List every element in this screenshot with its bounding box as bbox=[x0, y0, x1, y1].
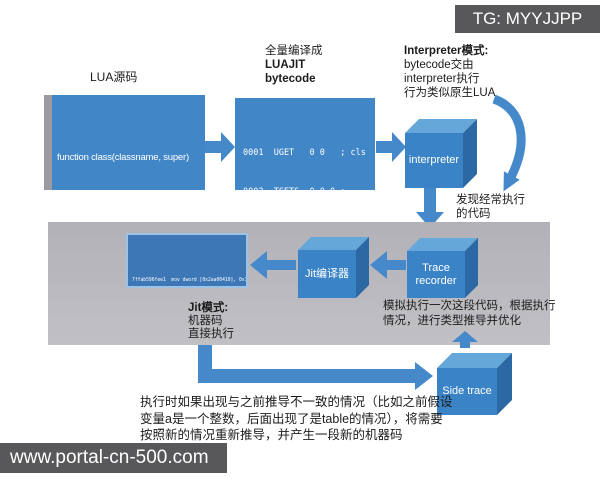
retrace-note-line: 变量a是一个整数，后面出现了是table的情况），将需要 bbox=[140, 411, 443, 426]
machine-code-line: 7ffab596fee1 mov dword [0x2aa00410], 0x1 bbox=[132, 277, 248, 283]
arrow-jit-to-machinecode-icon bbox=[250, 251, 296, 279]
interpreter-note-line: interpreter执行 bbox=[404, 73, 480, 85]
arrow-interpreter-loop-icon bbox=[492, 94, 526, 192]
watermark-badge: www.portal-cn-500.com bbox=[0, 443, 227, 473]
trace-recorder-box: Trace recorder bbox=[407, 238, 478, 298]
trace-recorder-box-label: Trace bbox=[422, 261, 450, 274]
interpreter-box-front: interpreter bbox=[405, 133, 463, 188]
hot-code-note-line: 的代码 bbox=[456, 208, 491, 220]
jit-mode-note-line: 直接执行 bbox=[188, 328, 234, 340]
hot-code-note-line: 发现经常执行 bbox=[456, 194, 525, 206]
slide-edge-strip bbox=[44, 95, 52, 190]
bytecode-line: 0001 UGET 0 0 ; cls bbox=[243, 148, 366, 158]
tg-watermark-badge: TG: MYYJJPP bbox=[455, 5, 600, 33]
arrow-interpreter-to-trace-icon bbox=[416, 188, 444, 228]
simulate-note: 模拟执行一次这段代码，根据执行 情况，进行类型推导并优化 bbox=[383, 299, 556, 329]
interpreter-box: interpreter bbox=[405, 119, 477, 188]
side-trace-box-front: Side trace bbox=[437, 368, 497, 415]
jit-mode-note: Jit模式: 机器码 直接执行 bbox=[188, 302, 234, 341]
bytecode-listing-box: 0001 UGET 0 0 ; cls 0002 TGETS 0 0 0 ; "… bbox=[235, 98, 375, 190]
bytecode-label-line: LUAJIT bbox=[265, 59, 306, 71]
tg-watermark-text: TG: MYYJJPP bbox=[472, 9, 583, 28]
trace-recorder-box-label: recorder bbox=[415, 274, 457, 287]
jit-mode-note-line: 机器码 bbox=[188, 315, 223, 327]
bytecode-label-line: 全量编译成 bbox=[265, 45, 323, 57]
retrace-note: 执行时如果出现与之前推导不一致的情况（比如之前假设 变量a是一个整数，后面出现了… bbox=[140, 394, 453, 444]
hot-code-note: 发现经常执行 的代码 bbox=[456, 193, 525, 221]
machine-code-box: 7ffab596fee1 mov dword [0x2aa00410], 0x1… bbox=[126, 233, 248, 288]
lua-code-line: function class(classname, super) bbox=[57, 152, 189, 163]
bytecode-label-line: bytecode bbox=[265, 73, 316, 85]
interpreter-box-label: interpreter bbox=[408, 154, 460, 166]
trace-recorder-box-front: Trace recorder bbox=[407, 251, 465, 298]
lua-source-code-box: function class(classname, super) local s… bbox=[52, 95, 205, 190]
simulate-note-line: 情况，进行类型推导并优化 bbox=[383, 315, 521, 327]
retrace-note-line: 执行时如果出现与之前推导不一致的情况（比如之前假设 bbox=[140, 395, 453, 409]
simulate-note-line: 模拟执行一次这段代码，根据执行 bbox=[383, 300, 556, 312]
cube-side-face bbox=[463, 119, 477, 188]
arrow-machinecode-to-sidetrace-icon bbox=[198, 345, 433, 390]
bytecode-line: 0002 TGETS 0 0 0 ; bbox=[243, 186, 375, 190]
side-trace-box-label: Side trace bbox=[442, 385, 492, 397]
cube-side-face bbox=[356, 237, 369, 298]
interpreter-note-title: Interpreter模式: bbox=[404, 45, 489, 57]
arrow-source-to-bytecode-icon bbox=[205, 132, 235, 162]
arrow-sidetrace-up-icon bbox=[452, 331, 478, 348]
arrow-bytecode-to-interpreter-icon bbox=[376, 132, 406, 162]
jit-compiler-box: Jit编译器 bbox=[298, 237, 369, 298]
arrow-trace-to-jit-icon bbox=[370, 251, 406, 279]
bytecode-label: 全量编译成 LUAJIT bytecode bbox=[265, 44, 323, 86]
jit-mode-note-title: Jit模式: bbox=[188, 302, 229, 314]
interpreter-note-line: bytecode交由 bbox=[404, 59, 474, 71]
jit-compiler-box-label: Jit编译器 bbox=[305, 267, 349, 280]
interpreter-mode-note: Interpreter模式: bytecode交由 interpreter执行 … bbox=[404, 44, 495, 100]
jit-compiler-box-front: Jit编译器 bbox=[298, 250, 356, 298]
side-trace-box: Side trace bbox=[437, 353, 512, 415]
lua-source-label: LUA源码 bbox=[90, 70, 138, 84]
retrace-note-line: 按照新的情况重新推导，并产生一段新的机器码 bbox=[140, 428, 403, 442]
interpreter-note-line: 行为类似原生LUA bbox=[404, 87, 496, 99]
watermark-text: www.portal-cn-500.com bbox=[10, 447, 209, 468]
